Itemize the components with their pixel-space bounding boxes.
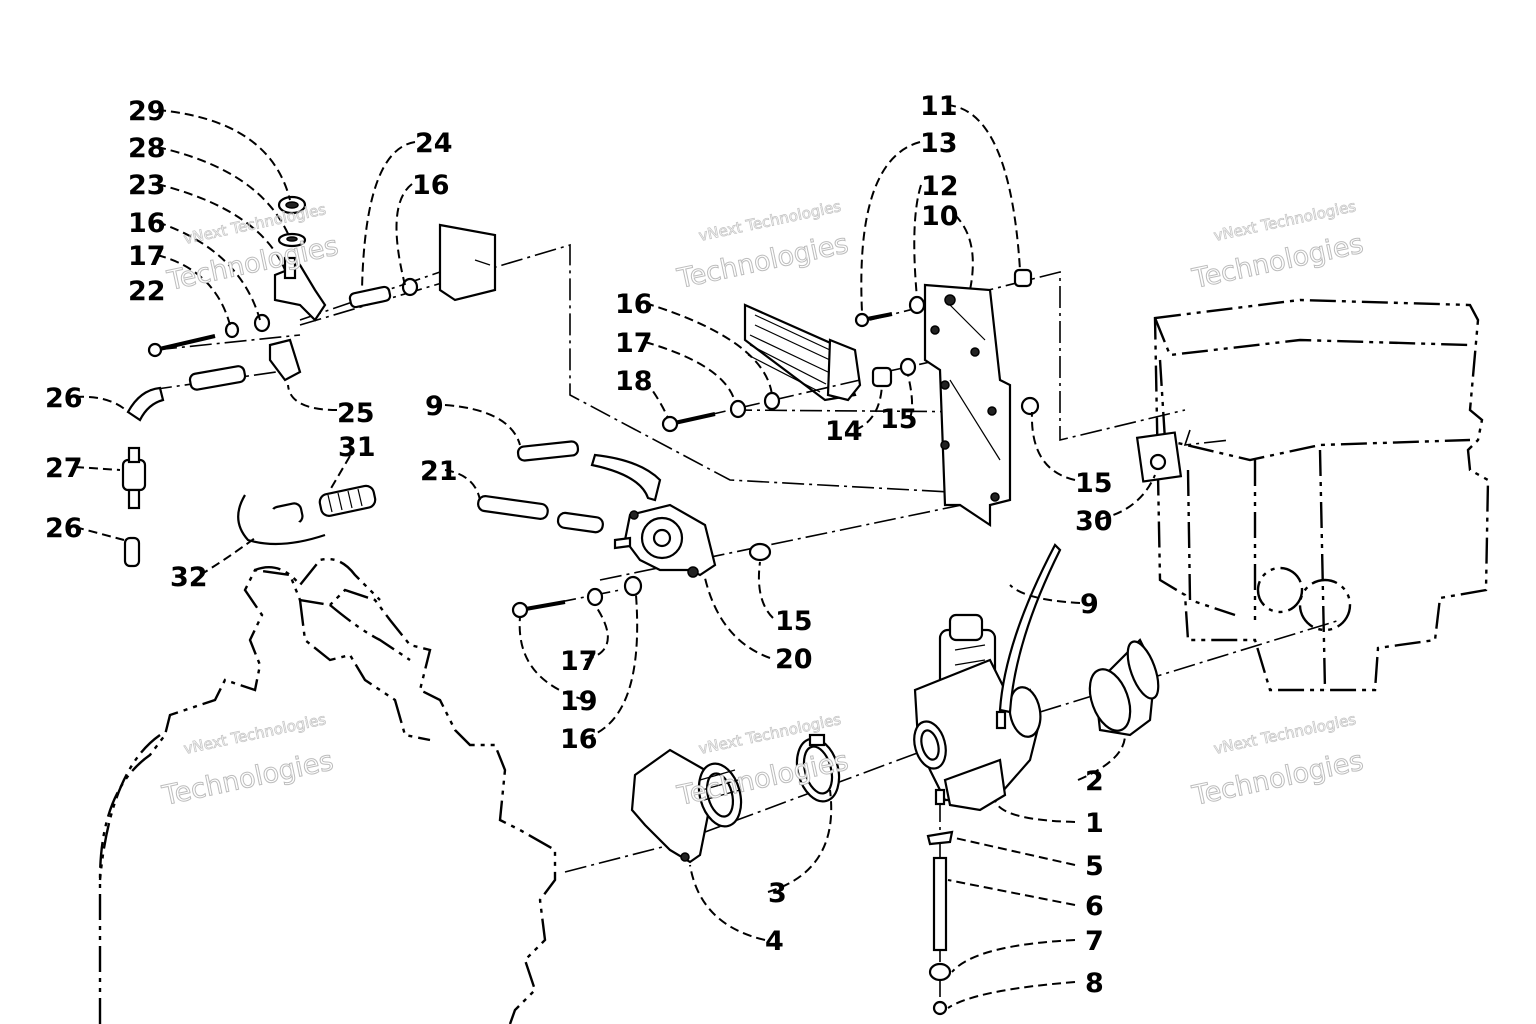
callout-9: 9 (425, 391, 444, 422)
callout-3: 3 (768, 878, 787, 909)
cylinder-fins (743, 303, 862, 402)
callout-23: 23 (128, 170, 166, 201)
callout-32: 32 (170, 562, 208, 593)
callout-8: 8 (1085, 968, 1104, 999)
callout-17: 17 (615, 328, 653, 359)
airbox-outline (1135, 298, 1490, 692)
callout-17: 17 (128, 241, 166, 272)
callout-29: 29 (128, 96, 166, 127)
intake-adapter (630, 748, 743, 864)
intake-boot (1088, 638, 1160, 737)
callout-labels: 29 28 23 16 17 22 26 27 26 24 16 25 31 3… (45, 91, 1113, 999)
callout-6: 6 (1085, 891, 1104, 922)
callout-10: 10 (921, 201, 959, 232)
callout-26: 26 (45, 383, 83, 414)
callout-27: 27 (45, 453, 83, 484)
callout-24: 24 (415, 128, 453, 159)
callout-28: 28 (128, 133, 166, 164)
callout-31: 31 (338, 432, 376, 463)
callout-5: 5 (1085, 851, 1104, 882)
callout-15: 15 (1075, 468, 1113, 499)
axis-lines (149, 243, 1341, 1012)
callout-13: 13 (920, 128, 958, 159)
callout-21: 21 (420, 456, 458, 487)
callout-16: 16 (560, 724, 598, 755)
callout-1: 1 (1085, 808, 1104, 839)
callout-18: 18 (615, 366, 653, 397)
callout-4: 4 (765, 926, 784, 957)
callout-7: 7 (1085, 926, 1104, 957)
leader-lines (74, 104, 1156, 1009)
callout-19: 19 (560, 686, 598, 717)
carburetor (913, 613, 1042, 812)
callout-16: 16 (128, 208, 166, 239)
hardware (121, 195, 1062, 1016)
callout-26: 26 (45, 513, 83, 544)
clamp (795, 733, 841, 803)
callout-15: 15 (775, 606, 813, 637)
callout-12: 12 (921, 171, 959, 202)
callout-11: 11 (920, 91, 958, 122)
bracket (923, 283, 1012, 528)
callout-20: 20 (775, 644, 813, 675)
callout-22: 22 (128, 276, 166, 307)
callout-30: 30 (1075, 506, 1113, 537)
callout-9: 9 (1080, 589, 1099, 620)
callout-17: 17 (560, 646, 598, 677)
fuel-pump (613, 503, 717, 578)
engine-outline (98, 557, 557, 1024)
callout-16: 16 (615, 289, 653, 320)
callout-25: 25 (337, 398, 375, 429)
callout-15: 15 (880, 404, 918, 435)
callout-2: 2 (1085, 766, 1104, 797)
callout-14: 14 (825, 416, 863, 447)
callout-16: 16 (412, 170, 450, 201)
